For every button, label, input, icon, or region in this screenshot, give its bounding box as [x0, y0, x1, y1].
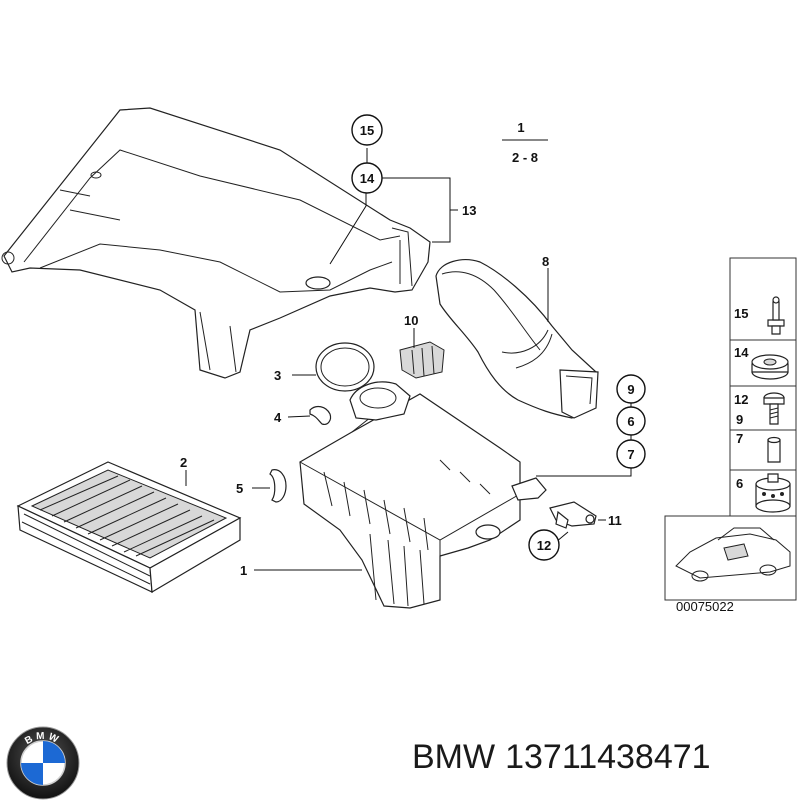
clip: [309, 405, 332, 425]
housing-bracket: [511, 477, 547, 501]
label-2: 2: [180, 455, 187, 470]
panel-label-15: 15: [734, 306, 748, 321]
logo-text: BMW: [23, 731, 59, 747]
label-1: 1: [240, 563, 247, 578]
bracket: [549, 501, 597, 529]
air-filter: [16, 461, 242, 594]
callout-7: 7: [616, 439, 646, 469]
callout-15: 15: [351, 114, 383, 146]
callout-14: 14: [351, 162, 383, 194]
callout-9: 9: [616, 374, 646, 404]
label-13: 13: [462, 203, 476, 218]
panel-label-14: 14: [734, 345, 749, 360]
panel-label-9: 9: [736, 412, 743, 427]
svg-text:2 - 8: 2 - 8: [512, 150, 538, 165]
seal-ring: [315, 342, 375, 392]
panel-label-6: 6: [736, 476, 743, 491]
sleeve-part: [767, 436, 781, 463]
grommet-part: [751, 354, 789, 380]
svg-text:12: 12: [537, 538, 551, 553]
intake-duct: [435, 259, 599, 419]
svg-text:BMW: BMW: [23, 731, 62, 747]
label-10: 10: [404, 313, 418, 328]
rubber-damper: [399, 341, 445, 379]
svg-text:7: 7: [627, 447, 634, 462]
label-3: 3: [274, 368, 281, 383]
part-number: 13711438471: [505, 738, 711, 776]
label-4: 4: [274, 410, 282, 425]
intake-cover: [1, 107, 431, 379]
svg-text:15: 15: [360, 123, 374, 138]
bolt-part: [763, 392, 785, 425]
panel-label-12: 12: [734, 392, 748, 407]
svg-text:14: 14: [360, 171, 375, 186]
clamp: [269, 469, 287, 503]
diagram-code: 00075022: [676, 599, 734, 614]
car-thumbnail: 00075022: [664, 515, 797, 614]
rivet-part: [767, 296, 785, 335]
bmw-logo: BMW: [6, 726, 80, 800]
callout-12: 12: [528, 529, 560, 561]
label-5: 5: [236, 481, 243, 496]
mount-part: [755, 473, 791, 513]
panel-label-7: 7: [736, 431, 743, 446]
svg-text:6: 6: [627, 414, 634, 429]
label-8: 8: [542, 254, 549, 269]
small-parts-panel: 15 14 12 9 7 6: [729, 257, 797, 517]
svg-text:9: 9: [627, 382, 634, 397]
label-11: 11: [608, 513, 622, 528]
svg-text:1: 1: [517, 120, 524, 135]
brand-name: BMW: [412, 738, 496, 776]
leader-lines: [185, 139, 632, 571]
assembly-legend: 1 2 - 8: [512, 120, 538, 165]
callout-6: 6: [616, 406, 646, 436]
air-cleaner-housing: [299, 381, 521, 609]
